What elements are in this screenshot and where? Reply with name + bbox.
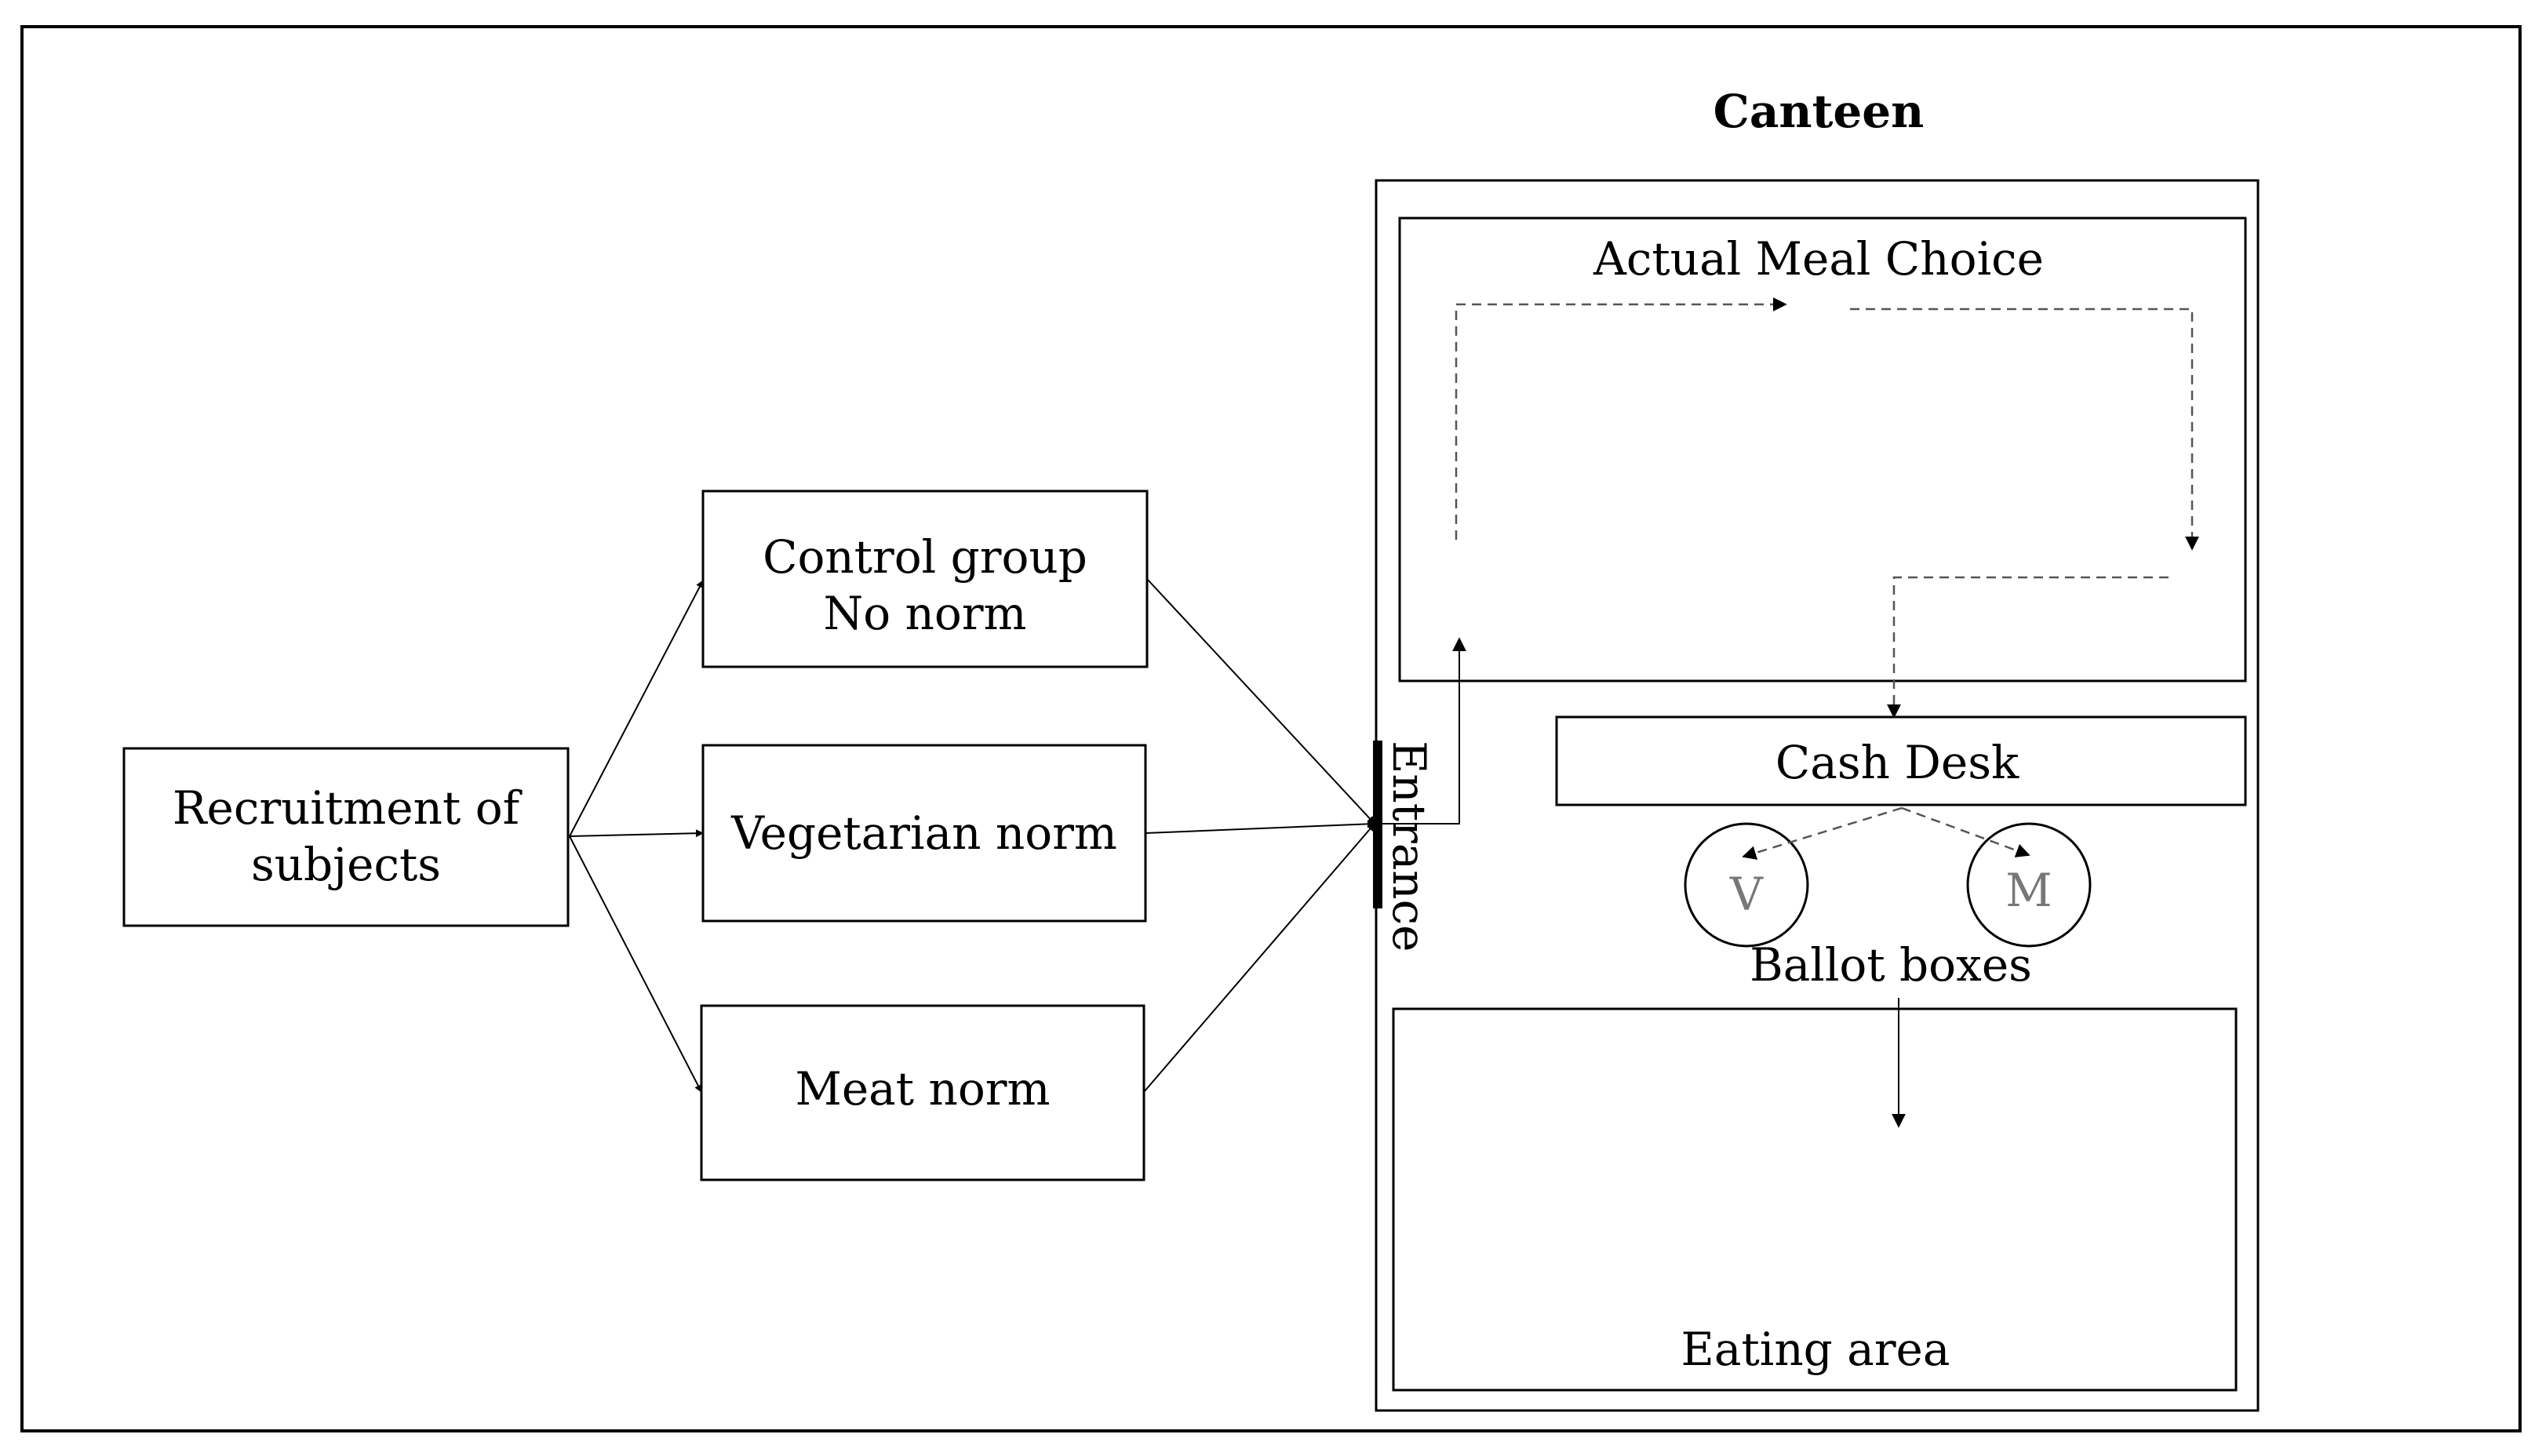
ballot-box-vegetarian [1684, 822, 1809, 948]
arrow-recruitment-to-vegetarian [569, 829, 704, 838]
outer-frame [20, 25, 2522, 1432]
recruitment-label-line2: subjects [251, 838, 441, 891]
meal-choice-box [1398, 217, 2247, 682]
meat-norm-label: Meat norm [795, 1062, 1050, 1116]
ballot-v-label: V [1729, 868, 1764, 921]
cash-desk-label: Cash Desk [1775, 736, 2019, 789]
canteen-title: Canteen [1713, 85, 1925, 138]
meal-choice-label: Actual Meal Choice [1593, 232, 2044, 286]
path-meal-choice-right [1850, 308, 2199, 551]
path-cash-to-ballot-v [1742, 806, 1903, 860]
cash-desk-box [1555, 715, 2247, 806]
arrow-entrance-to-meal-choice [1382, 637, 1466, 824]
ballot-boxes-label: Ballot boxes [1750, 938, 2032, 992]
recruitment-label-line1: Recruitment of [173, 781, 523, 835]
canteen-boundary [1375, 179, 2260, 1412]
arrow-control-to-entrance [1146, 578, 1375, 824]
vegetarian-norm-label: Vegetarian norm [730, 806, 1117, 860]
control-group-label-line2: No norm [823, 587, 1026, 640]
arrow-vegetarian-to-entrance [1145, 820, 1375, 834]
entrance-bar [1373, 741, 1382, 908]
eating-area-label: Eating area [1681, 1323, 1950, 1376]
path-to-cash-desk [1887, 576, 2169, 719]
meat-norm-box [700, 1004, 1145, 1181]
ballot-m-label: M [2005, 864, 2052, 917]
arrow-meat-to-entrance [1143, 823, 1375, 1093]
recruitment-box [122, 747, 570, 927]
eating-area-box [1392, 1007, 2238, 1392]
path-meal-choice-top [1455, 297, 1787, 540]
control-group-label-line1: Control group [763, 530, 1087, 584]
path-cash-to-ballot-m [1901, 806, 2030, 857]
ballot-box-meat [1966, 822, 2092, 948]
arrow-recruitment-to-control [569, 580, 704, 837]
entrance-label: Entrance [1382, 741, 1436, 952]
arrow-recruitment-to-meat [569, 835, 702, 1093]
